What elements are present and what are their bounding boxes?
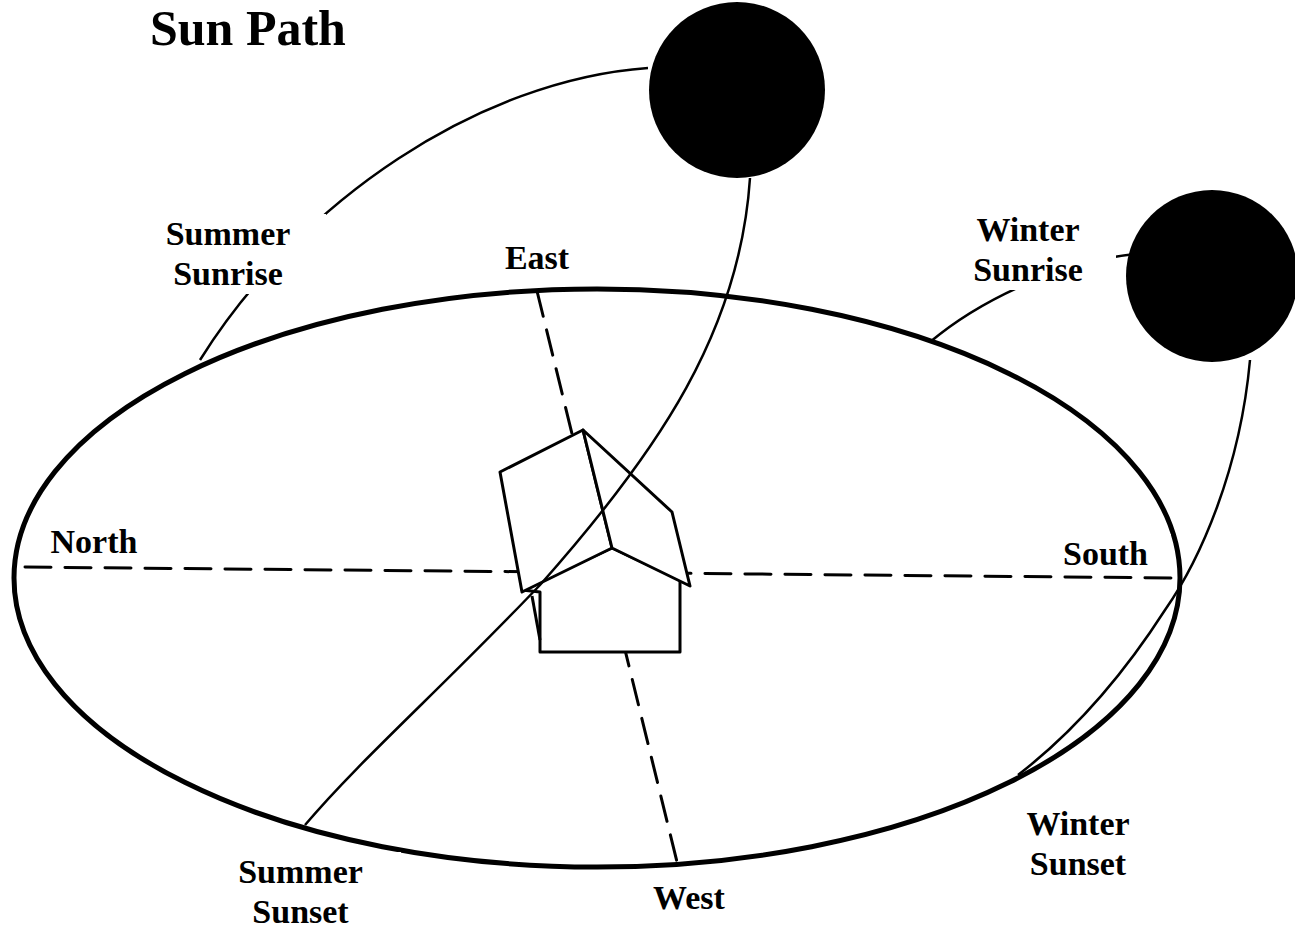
season-label: Winter Sunrise [940,210,1116,290]
winter-set-path [1018,360,1250,775]
horizon-ellipse [14,289,1180,867]
diagram-title: Sun Path [150,0,346,56]
direction-label: East [484,238,590,278]
season-label: Summer Sunset [200,852,401,932]
sun-paths [200,68,1250,825]
house-roof-right [583,430,690,586]
summer-set-path [305,178,750,825]
direction-label: South [1040,534,1171,574]
season-label: Winter Sunset [990,804,1166,884]
direction-label: North [36,522,152,562]
direction-label: West [636,878,742,918]
house [500,430,690,652]
house-eave [532,596,540,640]
summer-sun [649,2,825,178]
season-label: Summer Sunrise [130,214,326,294]
winter-sun [1126,190,1295,362]
